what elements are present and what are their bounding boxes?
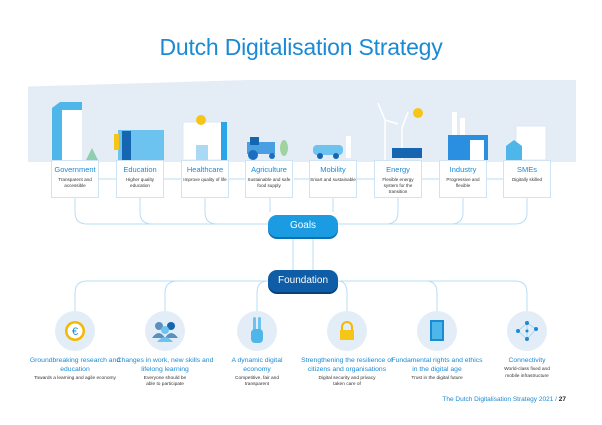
- government-building-icon: [52, 102, 98, 160]
- book-icon: [417, 311, 457, 351]
- office-building-icon: [506, 125, 547, 161]
- goal-title: Education: [123, 165, 157, 174]
- goal-title: SMEs: [516, 165, 537, 174]
- car-icon: [313, 136, 351, 159]
- foundation-title: Connectivity: [508, 357, 546, 364]
- goal-title: Energy: [386, 165, 410, 174]
- foundation-title: A dynamic digital economy: [231, 357, 283, 373]
- foundation-item: Strengthening the resilience of citizens…: [292, 357, 402, 389]
- goal-title: Industry: [449, 165, 477, 174]
- network-icon: [507, 311, 547, 351]
- solar-panel-icon: [392, 148, 422, 158]
- euro-icon: €: [55, 311, 95, 351]
- school-building-icon: [114, 130, 164, 160]
- tractor-icon: [247, 137, 288, 160]
- goal-title: Healthcare: [186, 165, 224, 174]
- footer-separator: /: [555, 396, 557, 403]
- foundation-desc: Towards a learning and agile economy: [34, 375, 116, 381]
- page-title: Dutch Digitalisation Strategy: [159, 34, 443, 60]
- goal-title: Agriculture: [251, 165, 287, 174]
- foundation-desc: Trust in the digital future: [411, 375, 463, 381]
- goal-desc: Transparent and accessible: [58, 177, 92, 189]
- factory-icon: [448, 112, 488, 160]
- footer-text: The Dutch Digitalisation Strategy 2021: [442, 396, 554, 403]
- goal-desc: Digitally skilled: [511, 177, 543, 182]
- goal-desc: Smart and sustainable: [310, 177, 356, 182]
- foundation-desc: Competitive, fair and transparent: [235, 375, 279, 388]
- foundation-title: Changes in work, new skills and lifelong…: [116, 357, 214, 373]
- svg-text:€: €: [72, 326, 78, 338]
- goal-desc: Sustainable and safe food supply: [247, 177, 291, 189]
- foundation-title: Strengthening the resilience of citizens…: [301, 357, 393, 373]
- foundation-title: Groundbreaking research and education: [29, 357, 121, 373]
- foundation-pill: Foundation: [268, 270, 338, 292]
- foundation-title: Fundamental rights and ethics in the dig…: [391, 357, 483, 373]
- goal-desc: Improve quality of life: [183, 177, 227, 182]
- foundation-item: Fundamental rights and ethics in the dig…: [382, 357, 492, 382]
- goal-desc: Higher quality education: [125, 177, 155, 189]
- foundation-desc: Everyone should be able to participate: [143, 375, 187, 388]
- goal-title: Mobility: [320, 165, 346, 174]
- page-number: 27: [558, 396, 566, 403]
- foundation-desc: World-class fixed and mobile infrastruct…: [504, 366, 550, 379]
- foundation-desc: Digital security and privacy taken care …: [318, 375, 376, 388]
- sun-icon: [413, 108, 423, 118]
- victory-hand-icon: [237, 311, 277, 351]
- hospital-building-icon: [182, 115, 228, 161]
- people-icon: [145, 311, 185, 351]
- page-footer: The Dutch Digitalisation Strategy 2021 /…: [442, 396, 566, 403]
- goal-title: Government: [54, 165, 96, 174]
- goal-desc: Flexible energy system for the transitio…: [382, 177, 414, 195]
- goal-desc: Progressive and flexible: [446, 177, 480, 189]
- goals-pill: Goals: [268, 215, 338, 237]
- lock-icon: [327, 311, 367, 351]
- foundation-item: Changes in work, new skills and lifelong…: [110, 357, 220, 389]
